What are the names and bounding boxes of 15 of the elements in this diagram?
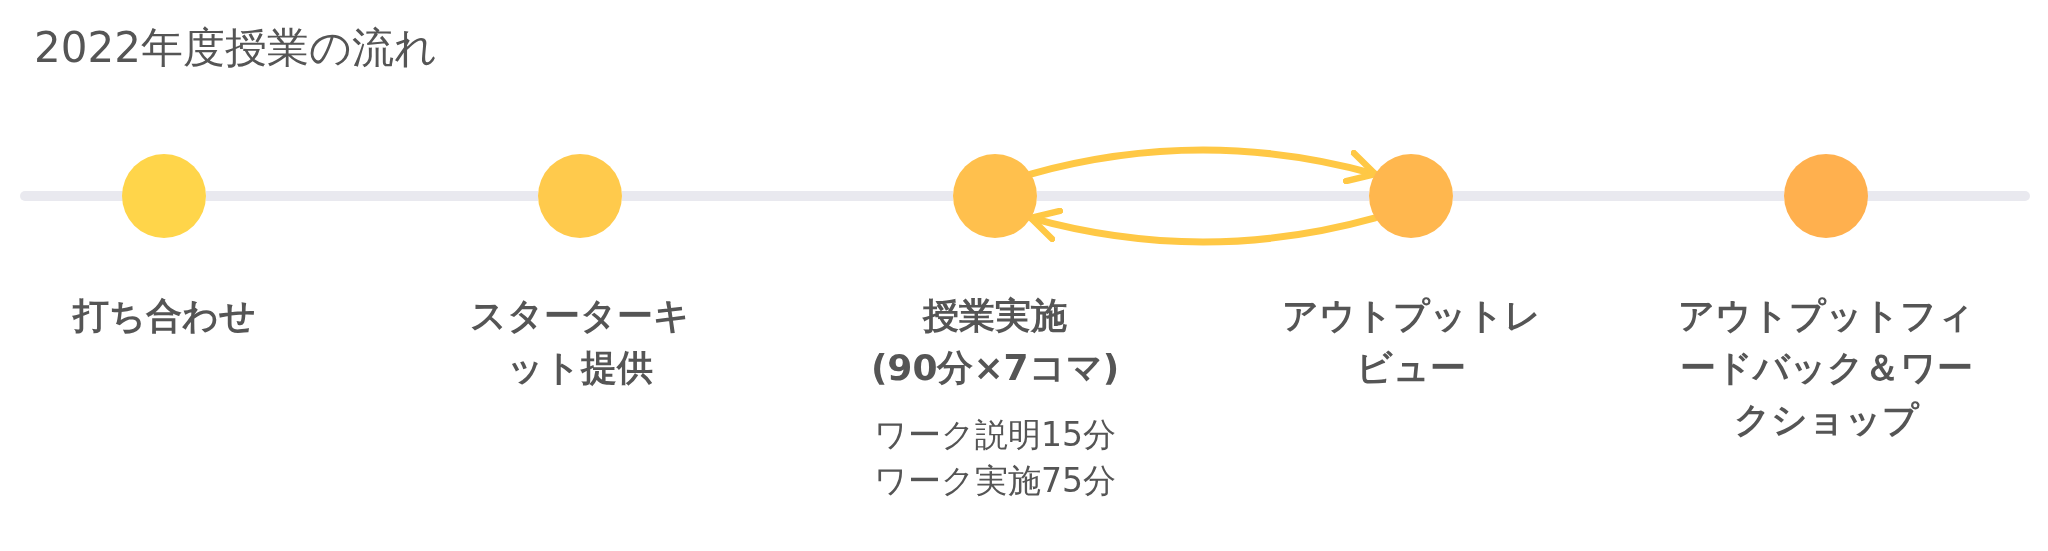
milestone-label: 授業実施 [923, 294, 1067, 338]
milestone-label: 打ち合わせ [72, 294, 256, 338]
cycle-arrow [1027, 207, 1379, 246]
timeline-line [1453, 191, 1784, 201]
milestone-label: アウトプットフィードバック＆ワークショップ [1677, 294, 1975, 442]
timeline-line [206, 191, 538, 201]
cycle-arrow [1027, 146, 1379, 185]
milestone-label: アウトプットレビュー [1281, 294, 1541, 390]
timeline-line [1037, 191, 1369, 201]
milestone-note: ワーク実施75分 [874, 460, 1116, 502]
milestone-label: (90分×7コマ) [870, 346, 1120, 390]
diagram-title: 2022年度授業の流れ [34, 22, 437, 74]
timeline-line [622, 191, 953, 201]
milestone-label: スターターキット提供 [469, 294, 691, 390]
milestone-note: ワーク説明15分 [874, 414, 1116, 456]
